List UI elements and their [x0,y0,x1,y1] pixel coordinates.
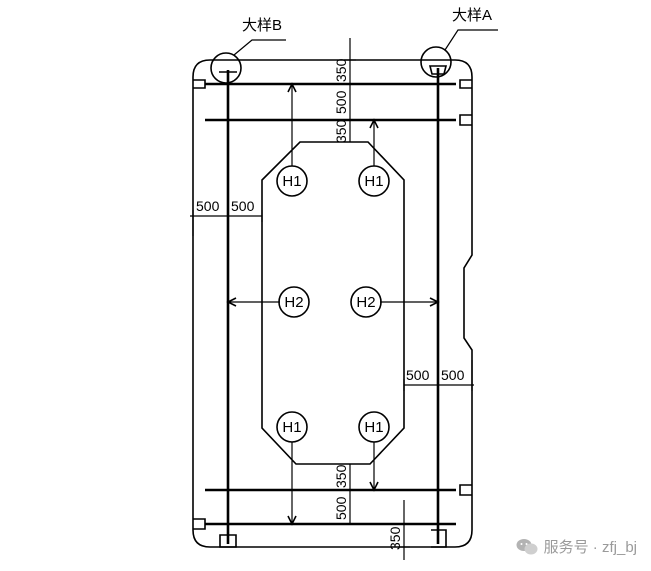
watermark-text: 服务号 · zfj_bj [543,539,637,556]
bubble-h1-bottom-right: H1 [358,411,390,443]
anchor-right-3 [459,484,472,496]
svg-text:H2: H2 [284,294,303,311]
dim-right-500-a: 500 [406,367,430,383]
dim-left-500-a: 500 [196,198,220,214]
anchor-bottom-right [431,529,447,548]
svg-text:H1: H1 [364,419,383,436]
watermark: 服务号 · zfj_bj [516,536,637,557]
detail-a-label: 大样A [452,7,492,24]
dim-right-500-b: 500 [441,367,465,383]
detail-a-circle [420,46,452,78]
anchor-bottom-left [219,534,237,548]
detail-b-circle [210,52,242,84]
dim-left-500-b: 500 [231,198,255,214]
slab-outline [192,59,473,548]
bubble-h1-bottom-left: H1 [276,411,308,443]
bubble-h2-left: H2 [278,286,310,318]
anchor-top-left [193,79,206,89]
dim-bottom-350-b: 350 [387,526,403,550]
svg-text:H1: H1 [282,173,301,190]
anchor-right-1 [459,79,472,89]
detail-b-leader [233,39,286,56]
opening-outline [261,141,405,465]
dim-top-350-b: 350 [333,119,349,143]
svg-text:H1: H1 [282,419,301,436]
chat-bubble-icon [516,538,538,554]
bubble-h1-top-left: H1 [276,165,308,197]
bubble-h1-top-right: H1 [358,165,390,197]
dim-bottom-500: 500 [333,496,349,520]
dim-bottom-350: 350 [333,464,349,488]
dim-top-350: 350 [333,58,349,82]
svg-text:H1: H1 [364,173,383,190]
dim-top-500: 500 [333,90,349,114]
anchor-right-2 [459,114,472,126]
detail-b-label: 大样B [242,17,282,34]
anchor-left-3 [193,518,206,530]
bubble-h2-right: H2 [350,286,382,318]
detail-a-leader [444,29,498,51]
anchor-top-left-t [219,71,237,84]
svg-text:H2: H2 [356,294,375,311]
